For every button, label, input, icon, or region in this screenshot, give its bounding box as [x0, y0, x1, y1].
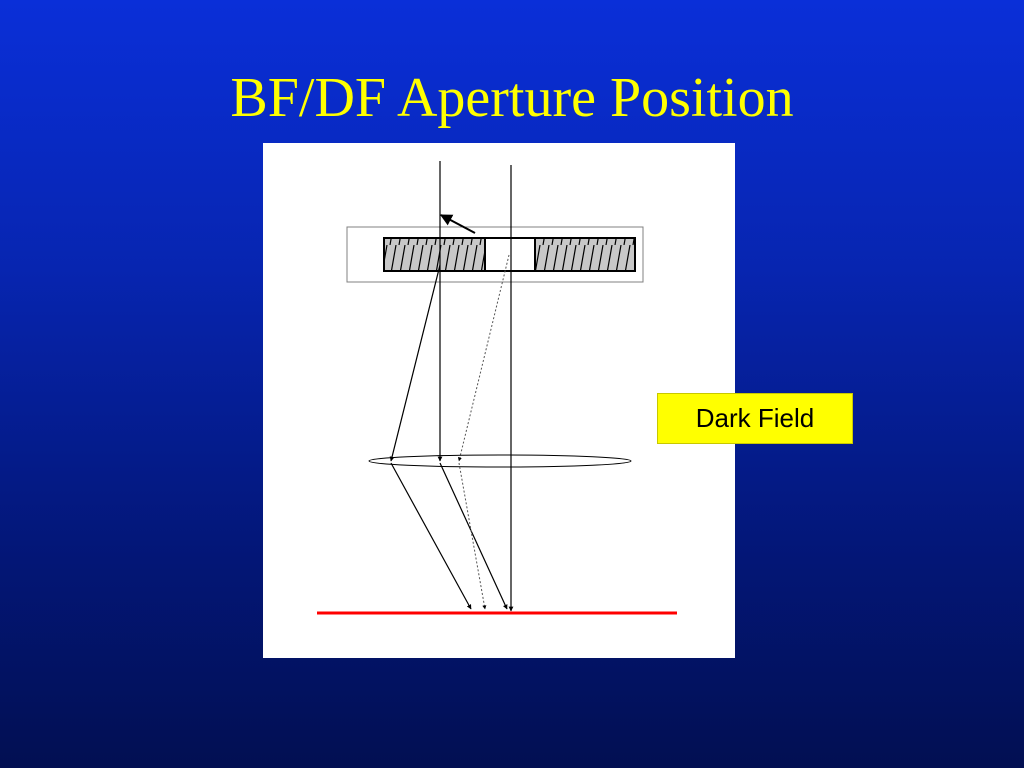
central-beam-lower	[439, 462, 508, 610]
objective-aperture	[383, 237, 636, 272]
aperture-left-blade	[383, 237, 486, 272]
dark-field-label-text: Dark Field	[695, 403, 815, 433]
diffracted-beam-lower	[390, 462, 472, 610]
dark-field-label: Dark Field	[657, 393, 853, 444]
aperture-opening	[484, 237, 536, 272]
slide-title: BF/DF Aperture Position	[230, 67, 794, 129]
aperture-right-blade	[534, 237, 636, 272]
ray-diagram-svg	[317, 161, 677, 615]
objective-lens	[368, 454, 632, 468]
blocked-beam-lower	[458, 462, 487, 610]
ray-diagram	[263, 143, 735, 658]
aperture-shift-arrow	[439, 214, 476, 234]
diffracted-beam-upper	[389, 264, 441, 462]
blocked-beam-upper	[457, 254, 510, 462]
